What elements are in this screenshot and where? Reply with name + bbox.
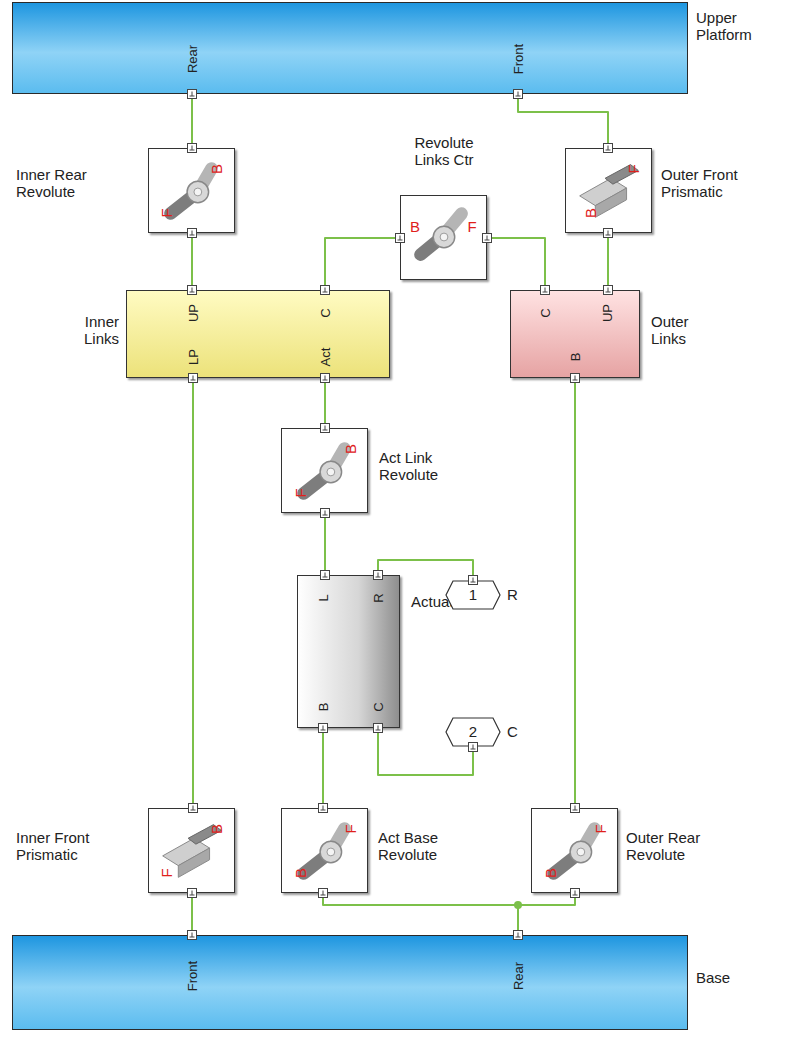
platform-bar: BaseFrontRear <box>12 935 688 1030</box>
port-number: 1 <box>469 586 477 603</box>
connection-line <box>607 233 609 290</box>
joint-icon <box>149 809 234 892</box>
revolute-joint: Act Link RevoluteBF <box>281 428 368 513</box>
block-name: Inner Links <box>53 313 119 348</box>
actuator-subsystem: ActuatorLRBC <box>297 575 400 728</box>
port-number: 2 <box>469 723 477 740</box>
frame-letter: F <box>625 164 642 173</box>
port-label: C <box>539 308 554 317</box>
port-label: Front <box>512 44 527 74</box>
frame-letter: B <box>208 824 225 834</box>
connection-line <box>322 728 324 808</box>
frame-letter: B <box>292 868 309 878</box>
connection-line <box>191 233 193 290</box>
frame-letter: F <box>158 208 175 217</box>
connection-line <box>324 378 326 428</box>
connection-line <box>487 238 545 290</box>
port-label: C <box>372 702 387 711</box>
port-label: LP <box>187 349 202 365</box>
joint-icon <box>532 809 617 892</box>
platform-bar: Upper PlatformRearFront <box>12 2 688 94</box>
port-label: Rear <box>186 45 201 73</box>
block-name: Inner Rear Revolute <box>16 166 131 201</box>
frame-letter: B <box>208 164 225 174</box>
link-subsystem: Inner LinksUPCLPAct <box>126 290 390 378</box>
link-subsystem: Outer LinksCUPB <box>510 290 640 378</box>
block-name: Revolute Links Ctr <box>399 134 489 169</box>
revolute-joint: Revolute Links CtrBF <box>400 195 487 280</box>
port-label: Front <box>186 961 201 991</box>
connection-line <box>325 238 400 290</box>
frame-letter: B <box>542 868 559 878</box>
port-name: R <box>507 586 537 603</box>
frame-letter: F <box>292 488 309 497</box>
frame-letter: F <box>342 824 359 833</box>
connection-line <box>518 94 608 148</box>
port-label: B <box>317 703 332 712</box>
frame-letter: F <box>467 218 476 235</box>
junction-dot <box>514 901 522 909</box>
frame-letter: F <box>592 824 609 833</box>
joint-icon <box>282 429 367 512</box>
joint-icon <box>566 149 651 232</box>
connection-port: 1R <box>445 580 501 610</box>
connection-line <box>518 893 575 935</box>
port-label: L <box>317 594 332 601</box>
frame-letter: B <box>342 444 359 454</box>
block-name: Outer Links <box>651 313 721 348</box>
prismatic-joint: Outer Front PrismaticFB <box>565 148 652 233</box>
block-name: Inner Front Prismatic <box>16 829 141 864</box>
joint-icon <box>401 196 486 279</box>
joint-icon <box>282 809 367 892</box>
connection-line <box>192 378 194 808</box>
block-name: Base <box>696 969 776 986</box>
port-label: C <box>319 308 334 317</box>
port-name: C <box>507 723 537 740</box>
revolute-joint: Act Base RevoluteFB <box>281 808 368 893</box>
connection-line <box>324 513 326 575</box>
block-name: Act Link Revolute <box>379 449 474 484</box>
joint-icon <box>149 149 234 232</box>
connection-line <box>191 94 193 148</box>
block-name: Outer Rear Revolute <box>626 829 726 864</box>
frame-letter: B <box>582 208 599 218</box>
frame-letter: B <box>410 218 420 235</box>
connection-port: 2C <box>445 717 501 747</box>
port-label: UP <box>187 304 202 322</box>
port-label: Act <box>319 348 334 367</box>
connection-line <box>323 893 518 935</box>
prismatic-joint: Inner Front PrismaticBF <box>148 808 235 893</box>
connection-line <box>574 378 576 808</box>
port-label: R <box>372 593 387 602</box>
block-name: Upper Platform <box>696 9 776 44</box>
frame-letter: F <box>158 868 175 877</box>
block-name: Outer Front Prismatic <box>661 166 771 201</box>
revolute-joint: Inner Rear RevoluteBF <box>148 148 235 233</box>
port-label: Rear <box>512 962 527 990</box>
revolute-joint: Outer Rear RevoluteFB <box>531 808 618 893</box>
port-label: UP <box>601 304 616 322</box>
port-label: B <box>569 353 584 362</box>
connection-line <box>191 893 193 935</box>
block-name: Act Base Revolute <box>378 829 473 864</box>
